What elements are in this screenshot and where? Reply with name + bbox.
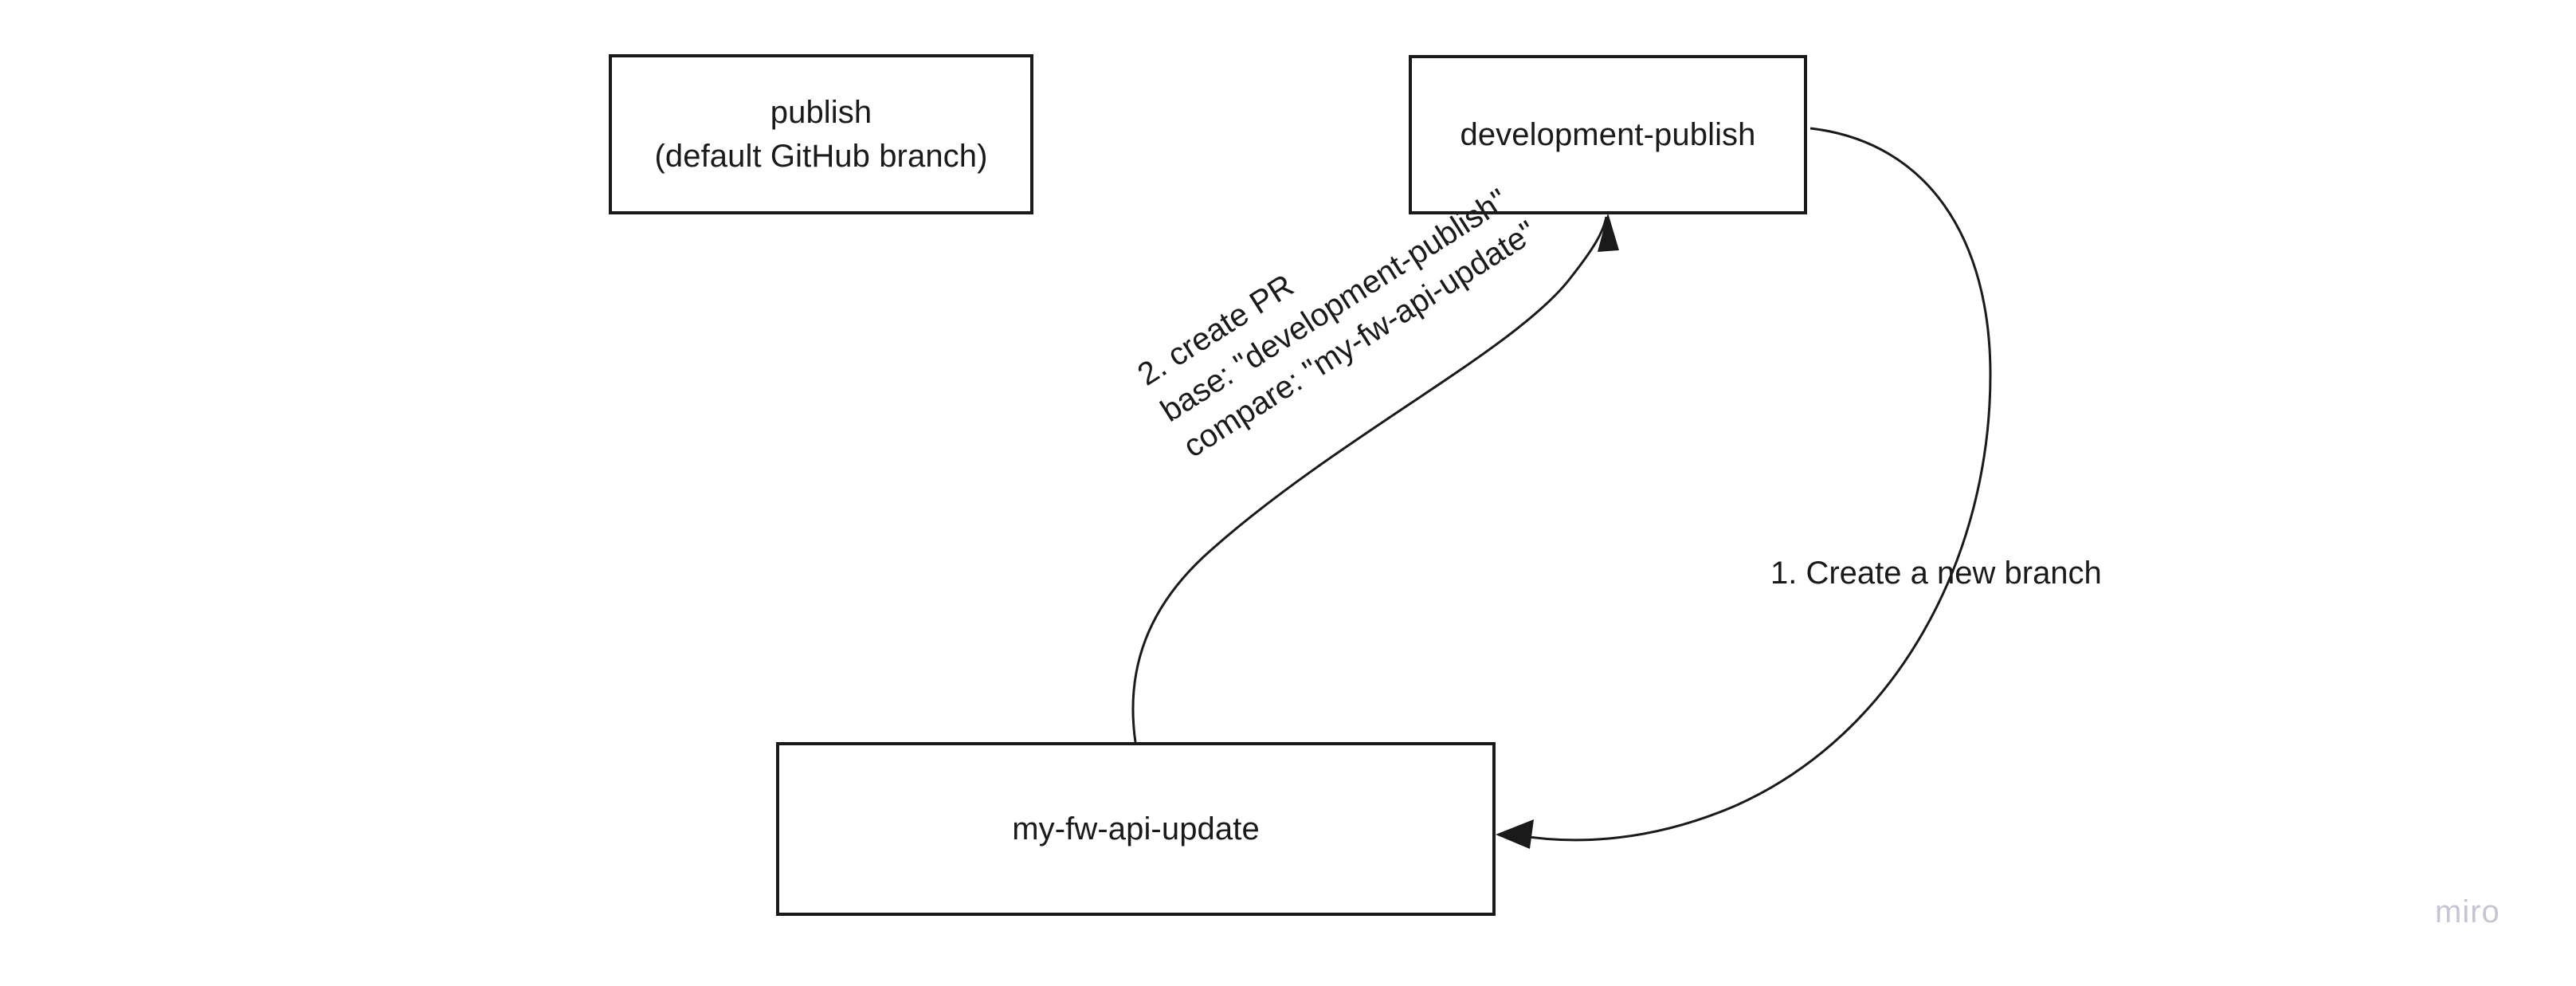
edge-label-create-branch: 1. Create a new branch: [1770, 556, 2102, 591]
node-publish[interactable]: publish (default GitHub branch): [609, 54, 1033, 214]
miro-watermark: miro: [2435, 894, 2500, 929]
node-my-fw-api-update[interactable]: my-fw-api-update: [776, 742, 1496, 916]
edge-create-branch-path: [1513, 127, 1992, 842]
edge-create-pr-path: [1131, 216, 1608, 743]
node-development-publish[interactable]: development-publish: [1409, 55, 1807, 214]
edge-create-pr[interactable]: [1131, 213, 1619, 743]
edge-create-branch[interactable]: [1496, 127, 1992, 849]
edge-create-branch-arrowhead: [1496, 819, 1534, 849]
edge-create-pr-arrowhead: [1598, 213, 1619, 252]
